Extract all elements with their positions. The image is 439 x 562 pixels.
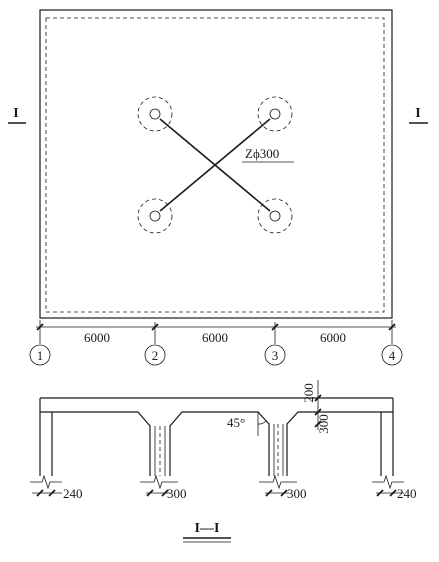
span-dimension-1: 6000 <box>84 330 110 345</box>
slab-inner-dashed-outline <box>45 17 385 313</box>
break-lines <box>30 474 404 490</box>
axis-bubble-1: 1 <box>29 344 51 366</box>
span-dimension-3: 6000 <box>320 330 346 345</box>
section-mark-right-label: I <box>415 106 420 121</box>
axis-bubble-4: 4 <box>381 344 403 366</box>
section-mark-right: I <box>409 106 428 124</box>
section-mark-left: I <box>8 106 26 124</box>
dim-haunch-depth: 300 <box>316 414 331 434</box>
col-width-3: 300 <box>287 486 307 501</box>
span-dimension-2: 6000 <box>202 330 228 345</box>
section-title: I—I <box>183 521 231 543</box>
column-width-dims: 240 300 300 240 <box>32 486 417 501</box>
axis-bubble-3: 3 <box>264 344 286 366</box>
section-slab-soffit <box>40 411 151 476</box>
section-title-label: I—I <box>195 521 220 536</box>
axis-label-1: 1 <box>37 348 44 363</box>
vertical-dims: 200 300 <box>301 380 331 434</box>
axis-label-3: 3 <box>272 348 279 363</box>
dim-slab-thickness: 200 <box>301 383 316 403</box>
dimension-row: 6000 6000 6000 <box>36 320 396 345</box>
haunch-angle-mark: 45° <box>227 412 267 436</box>
section-view: 240 300 300 240 45° 200 <box>30 380 417 501</box>
col-width-4: 240 <box>397 486 417 501</box>
pile-bottom-right <box>257 198 293 234</box>
col-width-1: 240 <box>63 486 83 501</box>
axis-label-4: 4 <box>389 348 396 363</box>
pile-label: Zϕ300 <box>245 146 279 161</box>
diagonal-beam-2 <box>159 118 271 212</box>
pile-bottom-left <box>137 198 173 234</box>
angle-label: 45° <box>227 415 245 430</box>
section-mark-left-label: I <box>13 106 18 121</box>
plan-view: I I Zϕ300 <box>8 9 428 319</box>
axis-label-2: 2 <box>152 348 159 363</box>
col-width-2: 300 <box>167 486 187 501</box>
axis-bubble-2: 2 <box>144 344 166 366</box>
slab-outline <box>39 9 393 319</box>
pile-top-left <box>137 96 173 132</box>
pile-top-right <box>257 96 293 132</box>
